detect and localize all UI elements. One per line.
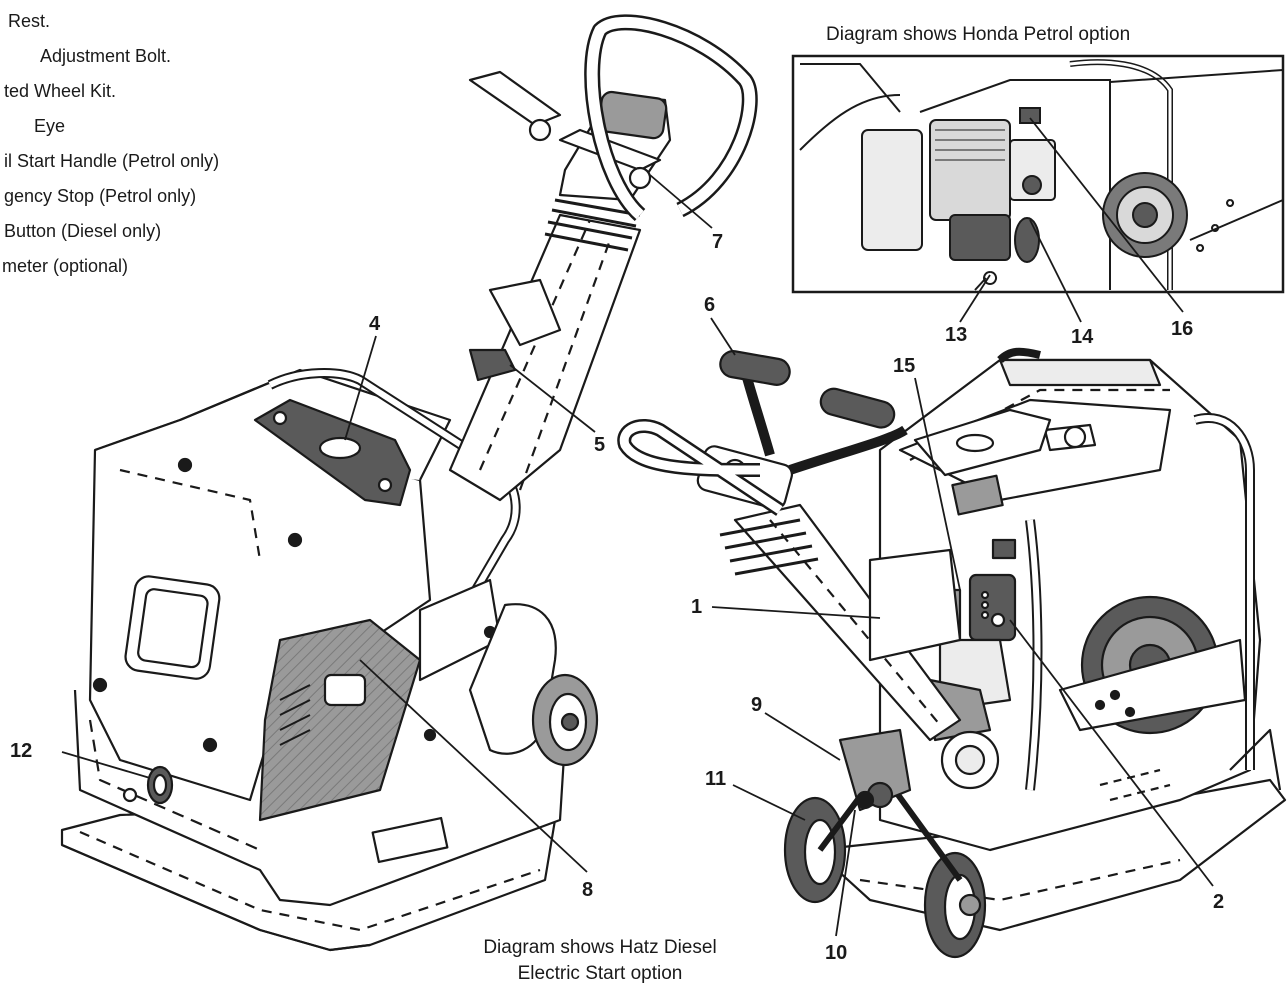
leader-13 [959,274,991,323]
legend-item: il Start Handle (Petrol only) [4,151,220,171]
callout-5: 5 [594,434,606,456]
main-caption: Diagram shows Hatz Diesel Electric Start… [420,935,780,987]
callout-9: 9 [751,694,763,716]
legend-item: ted Wheel Kit. [4,81,117,101]
leader-7 [649,174,713,229]
honda-petrol-inset [791,54,1285,294]
callout-10: 10 [825,942,848,964]
leader-6 [710,317,736,356]
legend-item: Button (Diesel only) [4,221,162,241]
leader-8 [359,659,588,873]
legend-item: gency Stop (Petrol only) [4,186,197,206]
leader-5 [509,364,596,433]
legend-item: meter (optional) [2,256,129,276]
callout-7: 7 [712,231,724,253]
main-caption-line1: Diagram shows Hatz Diesel [483,937,717,958]
leader-15 [914,377,961,591]
callout-1: 1 [691,596,703,618]
callout-11: 11 [705,768,727,790]
callout-14: 14 [1071,326,1094,348]
callout-12: 12 [10,740,33,762]
leader-9 [764,712,841,761]
leader-4 [344,335,377,441]
callout-leaders [61,117,1214,937]
leader-14 [1029,219,1082,323]
parts-legend: Rest. Adjustment Bolt. ted Wheel Kit. Ey… [0,4,219,284]
legend-item: Eye [34,116,66,136]
callout-2: 2 [1213,891,1225,913]
leader-12 [61,751,151,779]
callout-15: 15 [893,355,916,377]
left-machine [60,14,758,952]
legend-item: Adjustment Bolt. [40,46,172,66]
callout-6: 6 [704,294,716,316]
inset-caption: Diagram shows Honda Petrol option [826,24,1131,45]
legend-item: Rest. [8,11,51,31]
leader-10 [835,809,856,937]
leader-16 [1029,117,1184,313]
main-caption-line2: Electric Start option [517,963,683,984]
callout-16: 16 [1171,318,1194,340]
callout-4: 4 [369,313,381,335]
leader-11 [732,784,806,821]
leader-1 [711,606,881,619]
callout-13: 13 [945,324,968,346]
callout-8: 8 [582,879,594,901]
leader-2 [1009,619,1214,887]
right-machine [617,347,1287,959]
